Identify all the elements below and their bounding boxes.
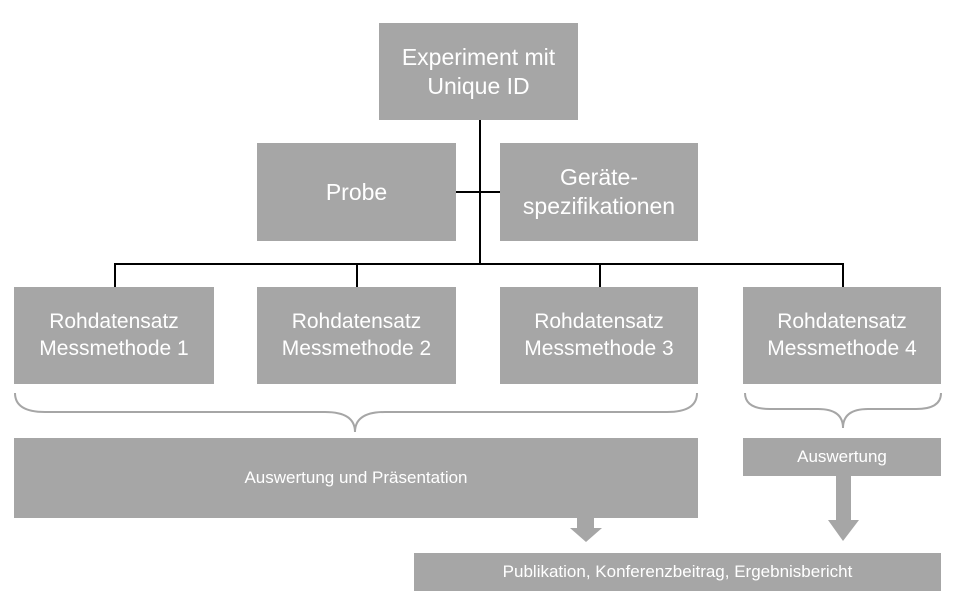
dataset-box-1: Rohdatensatz Messmethode 1 <box>14 287 214 384</box>
dataset-1-line2: Messmethode 1 <box>39 336 189 360</box>
brace-small <box>744 392 942 429</box>
dataset-3-line1: Rohdatensatz <box>534 310 664 334</box>
experiment-line2: Unique ID <box>427 72 530 99</box>
auswertung-praesentation-label: Auswertung und Präsentation <box>244 468 468 488</box>
auswertung-praesentation-box: Auswertung und Präsentation <box>14 438 698 518</box>
arrow-down-right <box>828 476 859 541</box>
experiment-line1: Experiment mit <box>401 43 556 70</box>
geraete-line1: Geräte- <box>560 164 638 191</box>
auswertung-box: Auswertung <box>743 438 941 476</box>
dataset-4-line1: Rohdatensatz <box>777 310 907 334</box>
experiment-box: Experiment mit Unique ID <box>379 23 578 120</box>
geraete-box: Geräte- spezifikationen <box>500 143 698 241</box>
dataset-4-line2: Messmethode 4 <box>767 336 917 360</box>
publikation-label: Publikation, Konferenzbeitrag, Ergebnisb… <box>502 562 853 582</box>
dataset-2-line2: Messmethode 2 <box>281 336 432 360</box>
dataset-box-2: Rohdatensatz Messmethode 2 <box>257 287 456 384</box>
arrow-down-left <box>570 518 602 542</box>
dataset-box-3: Rohdatensatz Messmethode 3 <box>500 287 698 384</box>
dataset-3-line2: Messmethode 3 <box>524 336 674 360</box>
brace-large <box>14 392 698 433</box>
dataset-1-line1: Rohdatensatz <box>49 310 179 334</box>
dataset-2-line1: Rohdatensatz <box>291 310 422 334</box>
probe-label: Probe <box>325 178 388 205</box>
probe-box: Probe <box>257 143 456 241</box>
auswertung-label: Auswertung <box>797 447 887 467</box>
geraete-line2: spezifikationen <box>522 193 676 219</box>
publikation-box: Publikation, Konferenzbeitrag, Ergebnisb… <box>414 553 941 591</box>
dataset-box-4: Rohdatensatz Messmethode 4 <box>743 287 941 384</box>
